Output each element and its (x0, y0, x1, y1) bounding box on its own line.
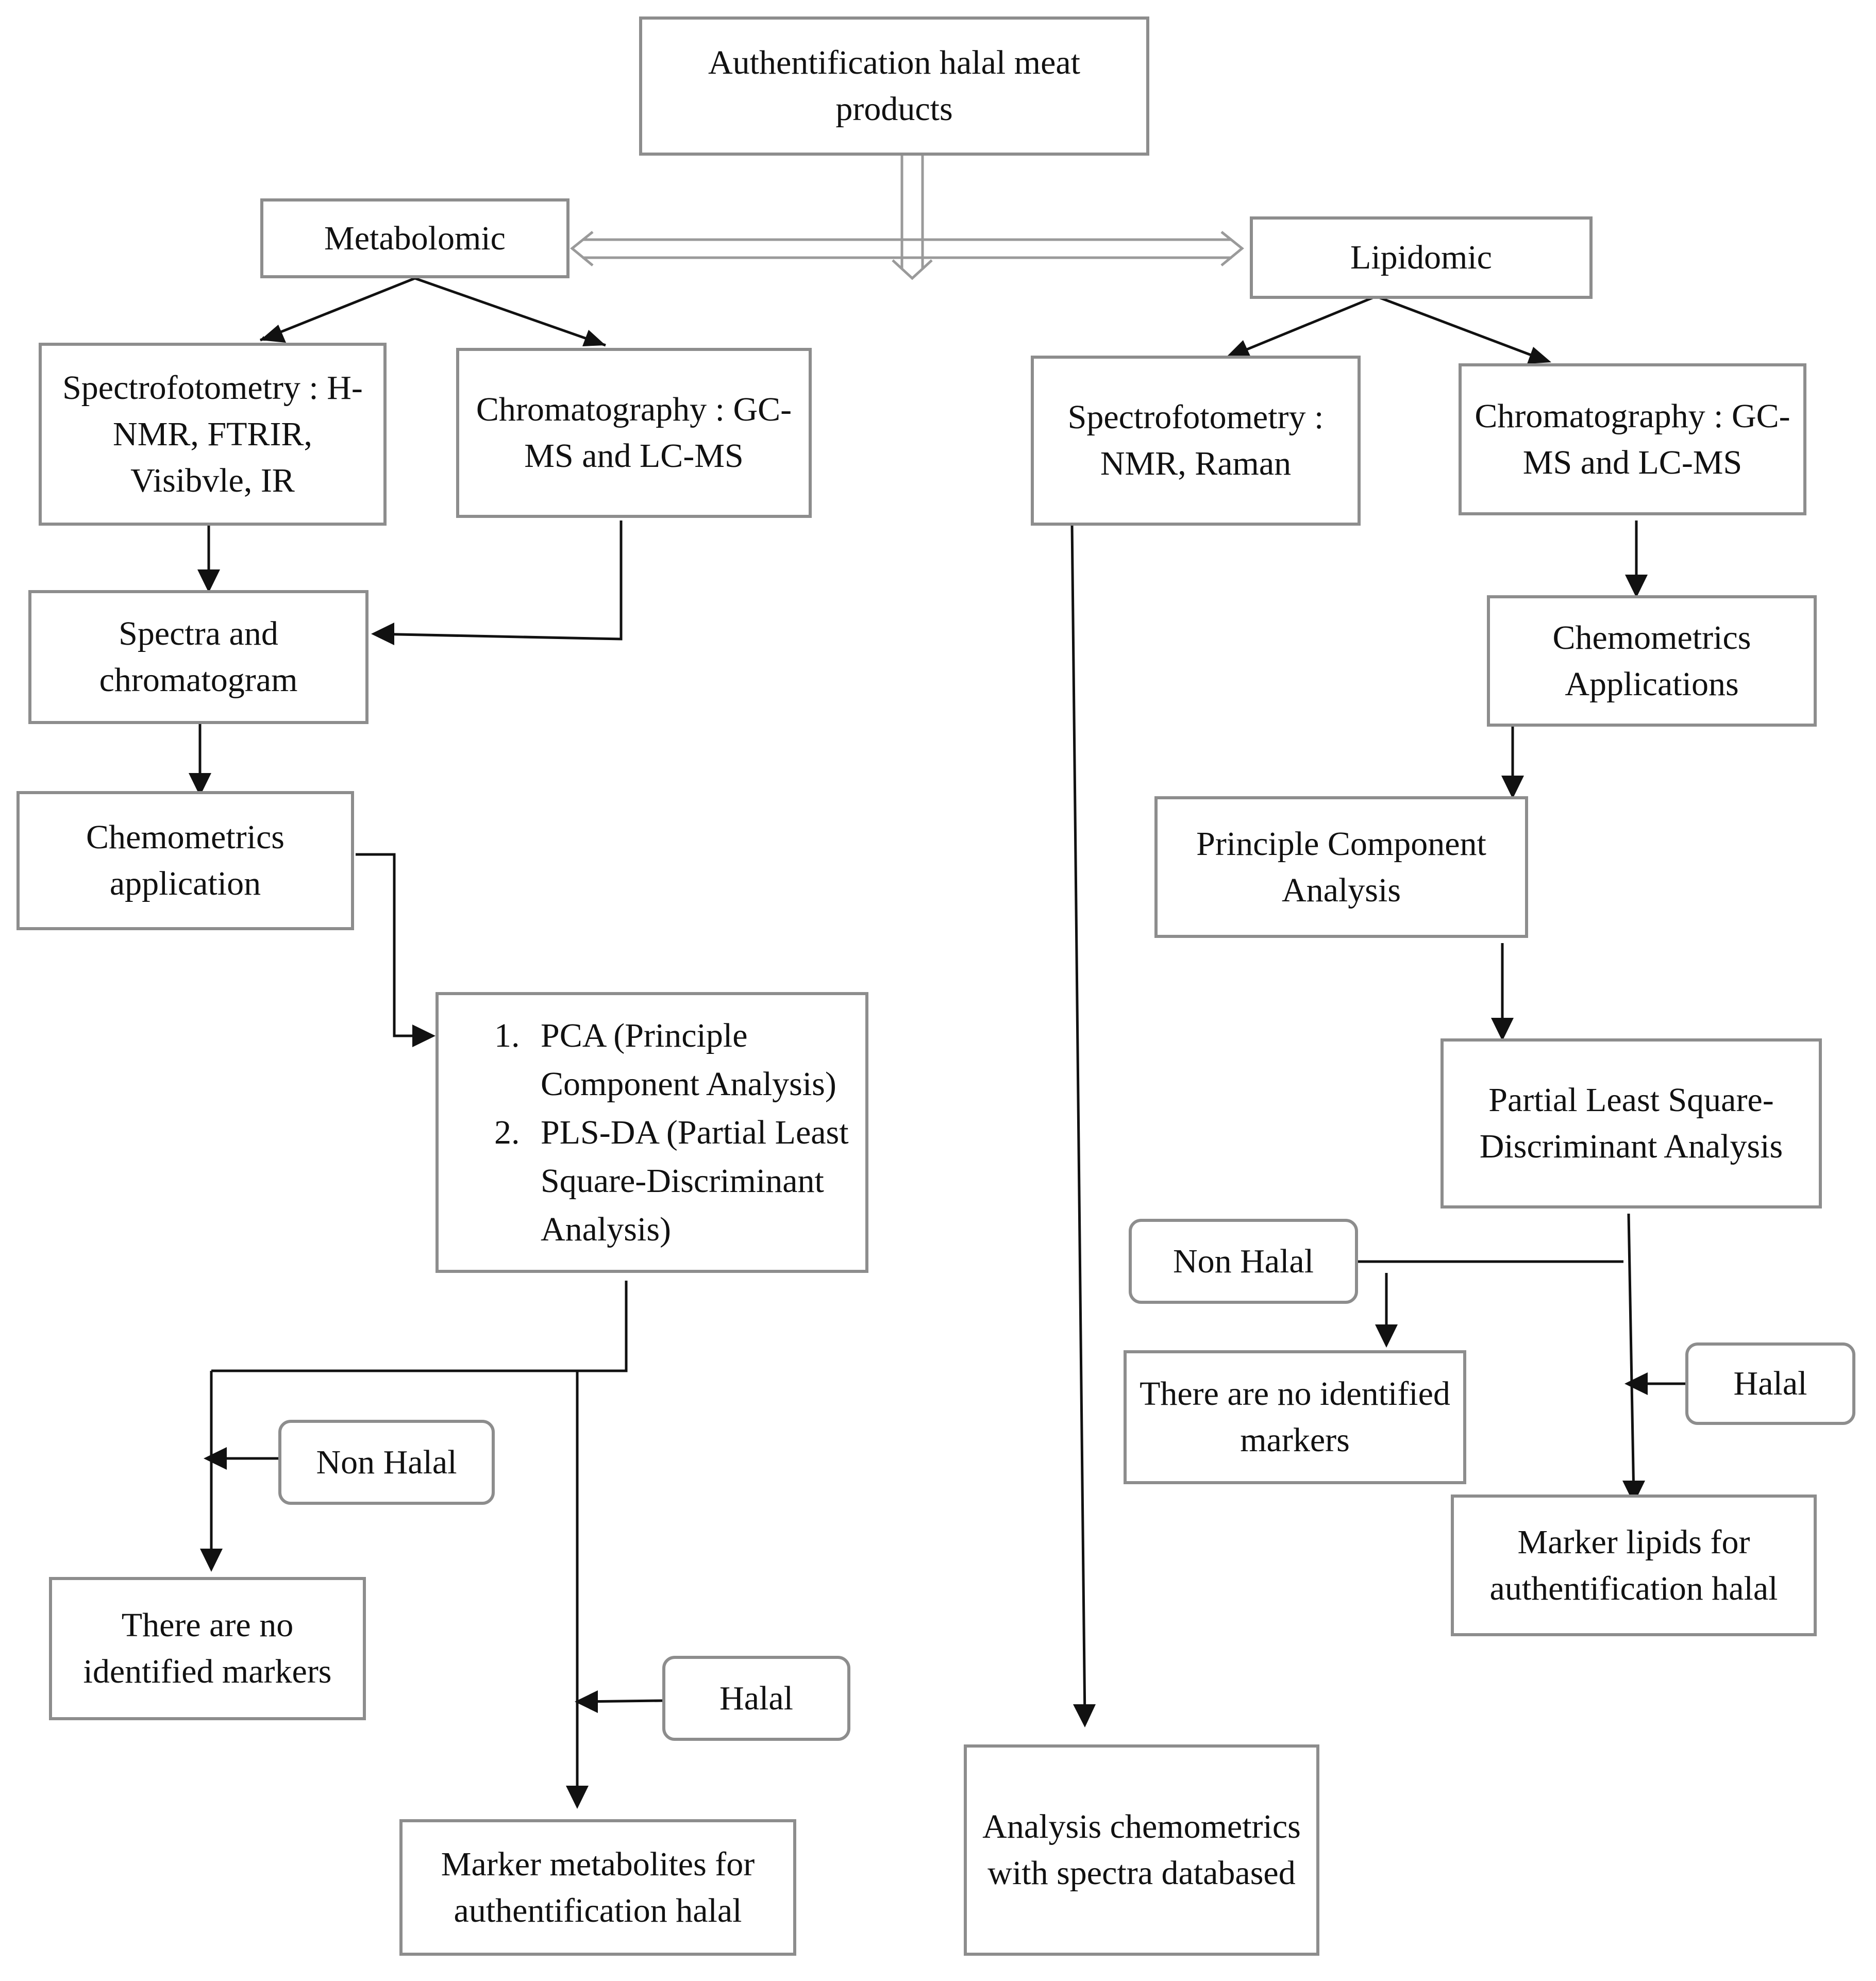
lipidomic-halal-box: Halal (1685, 1342, 1855, 1425)
metabolomic-chemo-label: Chemometrics application (86, 818, 284, 902)
methods-item-plsda: PLS-DA (Partial Least Square-Discriminan… (528, 1109, 853, 1254)
arrow-chemo-to-methods (356, 853, 428, 1037)
analysis-box: Analysis chemometrics with spectra datab… (964, 1744, 1319, 1956)
arrow-lipidomic-to-spectro (1231, 295, 1377, 357)
lipidomic-spectro-label: Spectrofotometry : NMR, Raman (1067, 398, 1324, 482)
lipidomic-nonhalal-label: Non Halal (1172, 1242, 1314, 1280)
lipidomic-title: Lipidomic (1350, 239, 1492, 276)
lipidomic-chroma-box: Chromatography : GC-MS and LC-MS (1459, 363, 1806, 515)
lipidomic-plsda-label: Partial Least Square-Discriminant Analys… (1479, 1081, 1783, 1165)
arrow-plsda-to-marker (1627, 1213, 1635, 1498)
metabolomic-box: Metabolomic (260, 198, 569, 278)
metabolomic-chemo-box: Chemometrics application (16, 791, 354, 930)
root-label: Authentification halal meat products (708, 44, 1081, 128)
arrow-spectro-to-analysis (1070, 523, 1086, 1722)
marker-lipids-label: Marker lipids for authentification halal (1489, 1523, 1778, 1607)
metabolomic-spectro-box: Spectrofotometry : H-NMR, FTRIR, Visibvl… (39, 343, 387, 526)
lipidomic-chemo-box: Chemometrics Applications (1487, 595, 1817, 727)
metabolomic-halal-label: Halal (719, 1679, 793, 1717)
metabolomic-chroma-label: Chromatography : GC-MS and LC-MS (476, 391, 792, 475)
root-double-connector (570, 155, 1244, 280)
lipidomic-chroma-label: Chromatography : GC-MS and LC-MS (1475, 397, 1790, 481)
lipidomic-nonhalal-box: Non Halal (1129, 1219, 1358, 1304)
lipidomic-box: Lipidomic (1250, 216, 1593, 299)
metabolomic-no-markers-box: There are no identified markers (49, 1577, 366, 1720)
spectra-chromatogram-label: Spectra and chromatogram (99, 615, 298, 699)
lipidomic-pca-box: Principle Component Analysis (1154, 796, 1528, 938)
lipidomic-pca-label: Principle Component Analysis (1196, 825, 1486, 909)
arrow-chroma-to-spectra (373, 521, 623, 641)
lipidomic-plsda-box: Partial Least Square-Discriminant Analys… (1440, 1038, 1822, 1208)
metabolomic-title: Metabolomic (324, 219, 506, 257)
methods-list: PCA (Principle Component Analysis) PLS-D… (451, 1012, 853, 1254)
marker-lipids-box: Marker lipids for authentification halal (1451, 1495, 1817, 1636)
methods-item-pca: PCA (Principle Component Analysis) (528, 1012, 853, 1109)
lipidomic-chemo-label: Chemometrics Applications (1552, 618, 1751, 703)
arrow-lipidomic-to-chroma (1376, 295, 1547, 362)
metabolomic-no-markers-label: There are no identified markers (83, 1606, 332, 1690)
metabolomic-chroma-box: Chromatography : GC-MS and LC-MS (456, 348, 812, 518)
metabolomic-spectro-label: Spectrofotometry : H-NMR, FTRIR, Visibvl… (62, 368, 363, 499)
analysis-label: Analysis chemometrics with spectra datab… (982, 1808, 1301, 1892)
arrow-metabolomic-to-spectro (260, 277, 415, 342)
root-box: Authentification halal meat products (639, 16, 1149, 156)
metabolomic-nonhalal-box: Non Halal (278, 1420, 495, 1505)
metabolomic-halal-box: Halal (662, 1656, 850, 1741)
marker-metabolites-box: Marker metabolites for authentification … (399, 1819, 796, 1956)
arrow-metabolomic-to-chroma (414, 277, 606, 347)
arrowheads (189, 325, 1648, 1809)
methods-box: PCA (Principle Component Analysis) PLS-D… (435, 992, 868, 1273)
metabolomic-nonhalal-label: Non Halal (316, 1443, 457, 1481)
lipidomic-no-markers-box: There are no identified markers (1124, 1350, 1466, 1484)
lipidomic-spectro-box: Spectrofotometry : NMR, Raman (1031, 356, 1361, 526)
marker-metabolites-label: Marker metabolites for authentification … (441, 1845, 755, 1929)
lipidomic-halal-label: Halal (1733, 1365, 1807, 1402)
spectra-chromatogram-box: Spectra and chromatogram (28, 590, 368, 724)
methods-split-connector (211, 1281, 628, 1372)
lipidomic-no-markers-label: There are no identified markers (1140, 1375, 1450, 1459)
